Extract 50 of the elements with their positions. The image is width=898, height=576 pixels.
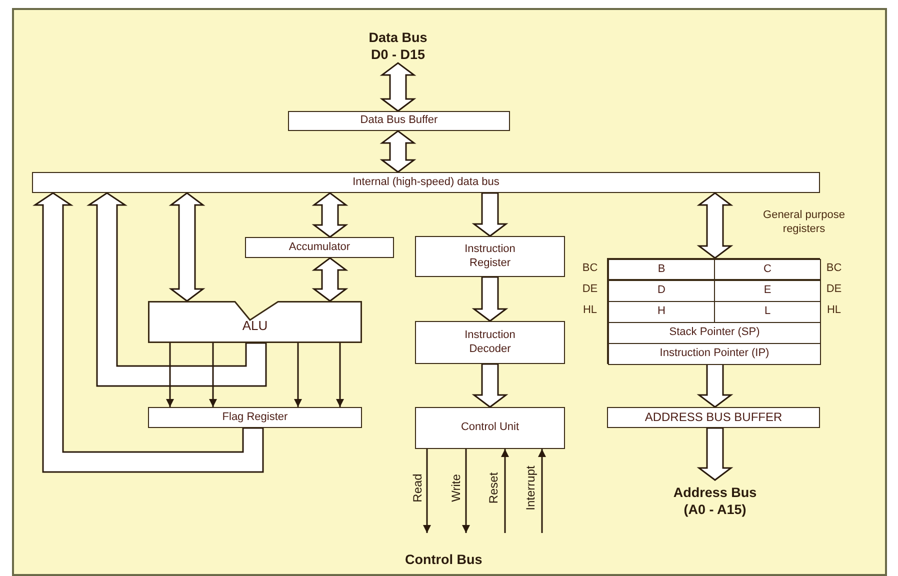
unit-box: Instruction Register	[415, 236, 565, 277]
signal-arrow	[294, 343, 302, 407]
edge-label: Read	[410, 474, 424, 502]
register-file	[607, 258, 820, 364]
signal-arrow	[209, 343, 217, 407]
register-pair-label: DE	[581, 283, 599, 297]
unit-box: Accumulator	[245, 237, 394, 258]
bus-arrow	[380, 130, 416, 173]
register-pair-label: DE	[825, 283, 843, 297]
bus-arrow	[168, 192, 206, 302]
signal-arrow	[462, 449, 470, 533]
bus-arrow	[380, 62, 416, 112]
signal-arrow	[501, 449, 509, 533]
unit-box: Instruction Decoder	[415, 321, 565, 364]
bus-arrow	[696, 363, 734, 408]
edge-label: Reset	[486, 472, 500, 504]
group-caption: General purpose registers	[762, 209, 846, 236]
bus-arrow	[696, 192, 734, 259]
bus-label: Address Bus (A0 - A15)	[665, 484, 765, 520]
alu-block: ALU	[148, 301, 362, 343]
bus-label: Control Bus	[405, 533, 555, 569]
register-pair-label: HL	[582, 304, 598, 318]
edge-label: Write	[448, 474, 463, 502]
bus-arrow	[696, 427, 734, 481]
bus-label: Data Bus D0 - D15	[363, 31, 433, 63]
register-slot: D	[608, 280, 715, 302]
bus-arrow	[472, 363, 508, 408]
signal-arrow	[166, 343, 174, 407]
register-slot: E	[714, 280, 821, 302]
unit-box: Data Bus Buffer	[288, 111, 510, 131]
bus-arrow	[32, 192, 264, 473]
signal-arrow	[423, 449, 431, 533]
register-pair-label: BC	[825, 262, 843, 276]
register-pair-label: BC	[581, 262, 599, 276]
bus-arrow	[86, 192, 267, 387]
register-slot: C	[714, 259, 821, 280]
unit-box: Control Unit	[415, 407, 565, 449]
signal-arrow	[538, 449, 546, 533]
bus-arrow	[472, 192, 508, 237]
signal-arrow	[336, 343, 344, 407]
register-pair-label: HL	[826, 304, 842, 318]
bus-arrow	[472, 276, 508, 322]
bus-arrow	[312, 257, 348, 302]
unit-box: Flag Register	[148, 407, 362, 428]
internal-bus-bar: Internal (high-speed) data bus	[32, 172, 820, 193]
register-slot: Instruction Pointer (IP)	[608, 343, 821, 365]
register-slot: B	[608, 259, 715, 280]
register-slot: Stack Pointer (SP)	[608, 322, 821, 344]
bus-arrow	[312, 192, 348, 238]
unit-box: ADDRESS BUS BUFFER	[607, 407, 820, 428]
